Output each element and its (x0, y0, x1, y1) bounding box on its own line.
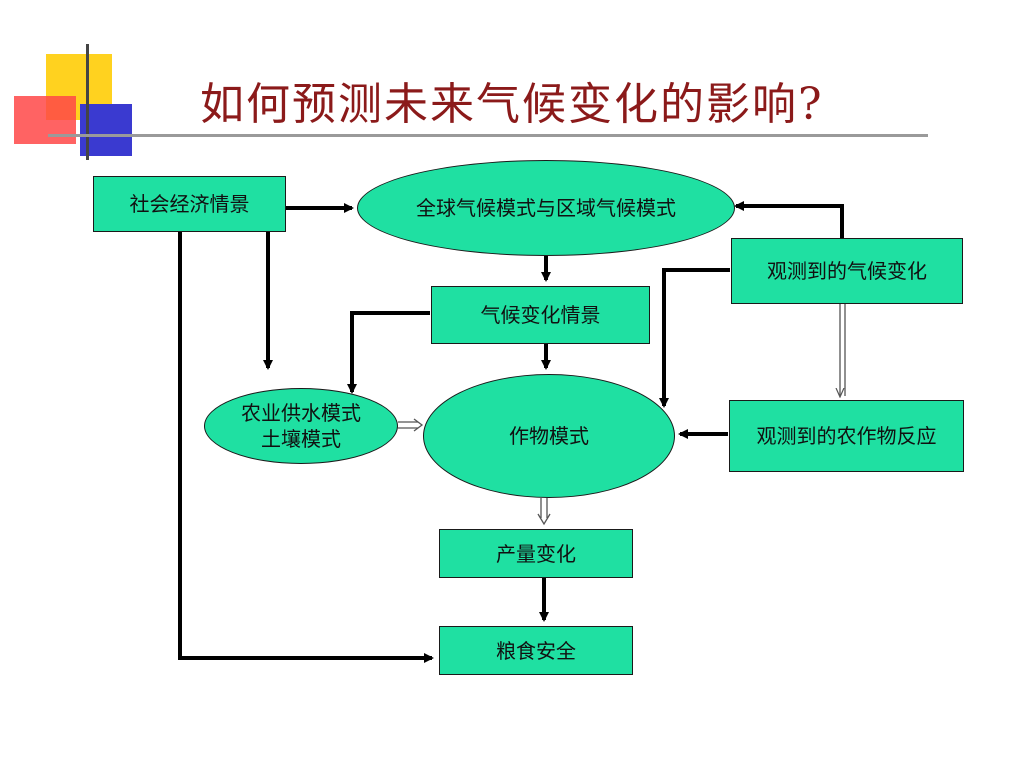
arrow-agri-to-crop-head (413, 418, 424, 432)
node-crop-model: 作物模式 (423, 374, 675, 498)
node-observed-climate-change: 观测到的气候变化 (731, 238, 963, 304)
node-agri-label-1: 农业供水模式 (241, 401, 361, 425)
node-gcm-label: 全球气候模式与区域气候模式 (416, 196, 676, 220)
page-title: 如何预测未来气候变化的影响? (200, 79, 824, 130)
node-yield-label: 产量变化 (496, 541, 576, 566)
node-socio-label: 社会经济情景 (129, 192, 250, 216)
node-obs-climate-label: 观测到的气候变化 (767, 259, 927, 283)
node-gcm: 全球气候模式与区域气候模式 (357, 160, 735, 256)
node-crop-label: 作物模式 (509, 424, 589, 448)
node-food-security: 粮食安全 (439, 626, 633, 675)
node-food-label: 粮食安全 (496, 638, 576, 663)
node-scenario-label: 气候变化情景 (480, 303, 601, 327)
node-agri-label-2: 土壤模式 (261, 427, 341, 451)
arrow-crop-to-yield-head (537, 513, 551, 526)
node-socioeconomic-scenario: 社会经济情景 (93, 176, 286, 232)
node-obs-crop-label: 观测到的农作物反应 (756, 424, 937, 448)
decor-horizontal-line (48, 134, 928, 137)
arrow-scenario-to-agri (347, 311, 430, 394)
decor-vertical-line (86, 44, 89, 160)
node-agri-water-soil-model: 农业供水模式 土壤模式 (204, 388, 398, 464)
node-yield-change: 产量变化 (439, 529, 633, 578)
arrow-socio-to-food (178, 232, 434, 663)
node-observed-crop-response: 观测到的农作物反应 (729, 400, 964, 472)
arrow-obsclimate-to-crop (659, 268, 730, 408)
node-climate-change-scenario: 气候变化情景 (431, 286, 650, 344)
arrow-obsclimate-to-gcm (734, 201, 844, 238)
